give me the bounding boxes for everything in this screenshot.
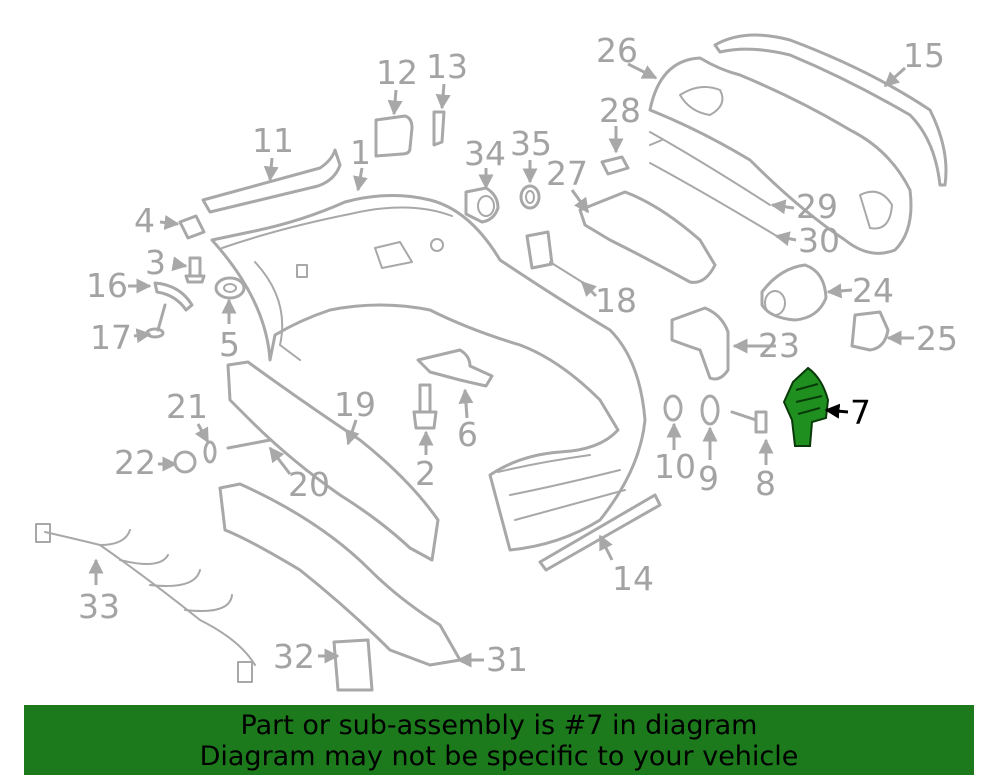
beam-part-31 [218, 482, 462, 667]
strip-part-11 [201, 148, 342, 214]
washer-part-9 [700, 394, 720, 426]
callout-31: 31 [486, 640, 528, 679]
callout-33: 33 [78, 587, 120, 626]
bolt-part-8 [730, 410, 768, 434]
callout-30: 30 [798, 221, 840, 260]
info-banner: Part or sub-assembly is #7 in diagram Di… [24, 705, 974, 775]
callout-5: 5 [219, 325, 240, 364]
bolt-part-17 [145, 303, 167, 339]
bracket-part-23 [670, 306, 730, 381]
clip-part-13 [432, 110, 446, 147]
callout-21: 21 [166, 387, 208, 426]
bracket-part-6 [416, 348, 494, 388]
callout-1: 1 [350, 133, 371, 172]
cable-part-29-30 [649, 131, 776, 236]
callout-22: 22 [114, 443, 156, 482]
callout-19: 19 [334, 385, 376, 424]
callout-16: 16 [86, 266, 128, 305]
cover-part-12 [374, 114, 414, 158]
callout-17: 17 [90, 318, 132, 357]
callout-12: 12 [376, 53, 418, 92]
bolt-part-20 [226, 438, 272, 450]
callout-27: 27 [546, 154, 588, 193]
washer-part-10 [663, 394, 683, 422]
bolt-part-2 [412, 383, 438, 430]
callout-9: 9 [698, 459, 719, 498]
ring-part-35 [519, 184, 541, 210]
callout-15: 15 [903, 36, 945, 75]
callout-8: 8 [755, 464, 776, 503]
grommet-part-5 [214, 276, 246, 300]
callout-14: 14 [612, 559, 654, 598]
bracket-part-4 [178, 214, 206, 240]
callout-18: 18 [595, 281, 637, 320]
callout-29: 29 [796, 187, 838, 226]
callout-24: 24 [852, 271, 894, 310]
banner-line-1: Part or sub-assembly is #7 in diagram [240, 710, 758, 741]
harness-part-33 [35, 523, 256, 683]
bracket-part-27 [578, 190, 717, 284]
callout-35: 35 [510, 124, 552, 163]
screw-part-3 [184, 256, 206, 284]
bracket-part-18 [525, 230, 583, 283]
sensor-part-25 [850, 310, 890, 352]
callout-labels: 1 2 3 4 5 6 7 8 9 10 11 12 13 14 15 16 1… [78, 31, 958, 679]
leader-lines [88, 62, 914, 668]
bracket-part-16 [153, 281, 194, 312]
callout-10: 10 [654, 447, 696, 486]
callout-7: 7 [850, 393, 871, 432]
clip-part-28 [600, 155, 630, 176]
callout-4: 4 [134, 201, 155, 240]
callout-2: 2 [415, 454, 436, 493]
callout-28: 28 [599, 91, 641, 130]
highlighted-part-7[interactable] [782, 366, 830, 447]
sensor-part-34 [464, 186, 500, 224]
callout-32: 32 [273, 637, 315, 676]
upper-bumper-cover-part [648, 33, 948, 255]
nut-part-22 [173, 450, 197, 474]
plate-part-32 [332, 638, 374, 692]
callout-11: 11 [252, 121, 294, 160]
callout-6: 6 [457, 415, 478, 454]
trim-part-14 [538, 493, 662, 572]
callout-25: 25 [916, 319, 958, 358]
parts-diagram: 1 2 3 4 5 6 7 8 9 10 11 12 13 14 15 16 1… [35, 31, 958, 692]
callout-23: 23 [758, 326, 800, 365]
callout-26: 26 [596, 31, 638, 70]
bumper-cover-part [210, 194, 647, 552]
banner-line-2: Diagram may not be specific to your vehi… [199, 741, 799, 772]
callout-34: 34 [464, 134, 506, 173]
callout-13: 13 [426, 47, 468, 86]
callout-20: 20 [288, 465, 330, 504]
absorber-part-19 [226, 360, 440, 562]
housing-part-24 [760, 263, 828, 322]
washer-part-21 [203, 440, 217, 464]
callout-3: 3 [145, 243, 166, 282]
